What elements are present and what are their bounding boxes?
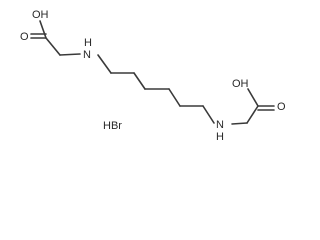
salt-label: HBr	[103, 120, 122, 132]
label-o-top: O	[20, 31, 29, 43]
bond-chain-4-5	[168, 88, 181, 107]
label-h-right: H	[216, 131, 224, 143]
label-n-left: N	[83, 49, 91, 61]
bond-chain-2-3	[133, 72, 146, 90]
bond-ch2-n-left	[59, 53, 81, 56]
bond-oh-c-top	[39, 20, 47, 39]
structure-canvas: OH O N H N H OH O HBr	[20, 9, 286, 143]
bond-n-chain-1	[97, 54, 112, 74]
bond-c-ch2-top	[45, 37, 61, 56]
bond-ch2-c-right	[246, 105, 259, 124]
label-oh-right: OH	[232, 78, 249, 90]
bond-c-oh-right	[247, 88, 259, 107]
label-n-right: N	[216, 119, 224, 131]
bond-n-ch2-right	[231, 122, 248, 125]
label-o-right: O	[277, 101, 286, 113]
label-h-left: H	[84, 37, 92, 49]
label-oh-top: OH	[32, 9, 49, 21]
bond-chain-6-n	[202, 105, 215, 124]
